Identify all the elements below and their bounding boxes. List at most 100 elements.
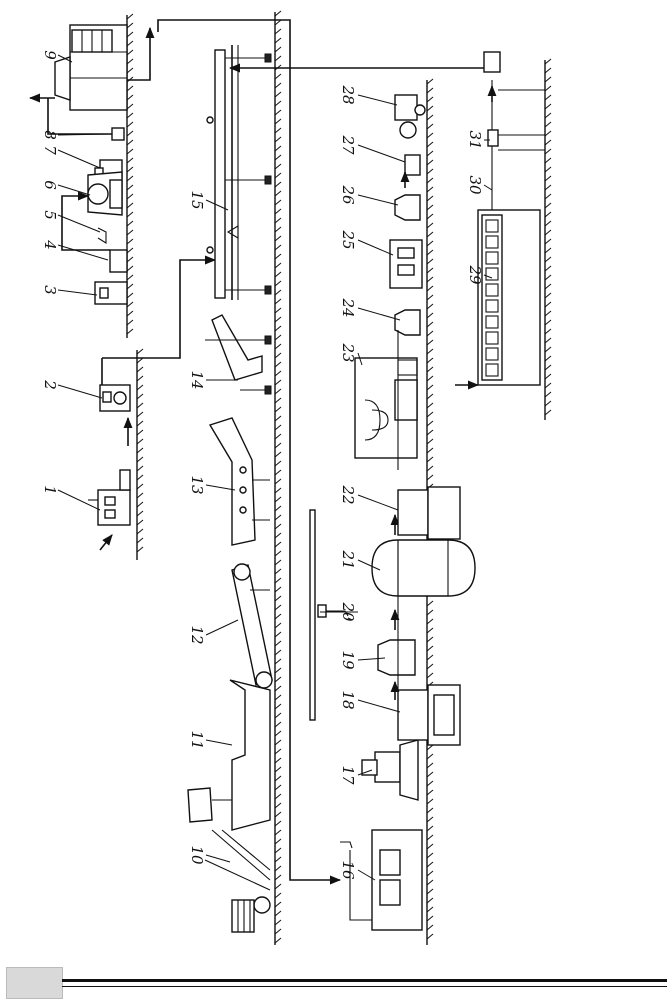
hatch-mark (427, 664, 433, 669)
machine-5-hopper (98, 228, 106, 243)
hatch-mark (275, 182, 281, 187)
hatch-mark (275, 434, 281, 439)
machine-14-incline (205, 315, 271, 394)
hatch-mark (427, 160, 433, 165)
hatch-mark (427, 781, 433, 786)
hatch-mark (275, 524, 281, 529)
hatch-mark (427, 880, 433, 885)
hatch-mark (275, 227, 281, 232)
leader-line-10 (206, 855, 230, 862)
hatch-mark (127, 104, 133, 109)
hatch-mark (275, 191, 281, 196)
machine-label-5: 5 (41, 210, 59, 220)
hatch-mark (427, 169, 433, 174)
hatch-mark (275, 119, 281, 124)
hatch-mark (137, 394, 143, 399)
hatch-mark (545, 293, 551, 298)
hatch-mark (137, 349, 143, 354)
hatch-mark (275, 245, 281, 250)
hatch-mark (427, 79, 433, 84)
hatch-mark (127, 50, 133, 55)
hatch-mark (427, 340, 433, 345)
machine-label-11: 11 (188, 730, 206, 749)
machine-label-13: 13 (188, 475, 206, 494)
hatch-mark (275, 920, 281, 925)
hatch-mark (427, 322, 433, 327)
hatch-mark (127, 23, 133, 28)
hatch-mark (427, 754, 433, 759)
hatch-mark (427, 376, 433, 381)
hatch-mark (275, 542, 281, 547)
hatch-mark (275, 389, 281, 394)
hatch-mark (275, 155, 281, 160)
hatch-mark (427, 844, 433, 849)
hatch-mark (137, 376, 143, 381)
hatch-mark (427, 331, 433, 336)
hatch-mark (427, 457, 433, 462)
leader-line-26 (358, 195, 398, 205)
hatch-mark (275, 371, 281, 376)
hatch-mark (427, 871, 433, 876)
hatch-mark (275, 848, 281, 853)
hatch-mark (127, 122, 133, 127)
hatch-mark (427, 259, 433, 264)
hatch-mark (427, 97, 433, 102)
hatch-mark (275, 317, 281, 322)
leader-line-4 (58, 245, 108, 260)
leader-line-7 (58, 150, 100, 168)
hatch-mark (427, 250, 433, 255)
hatch-mark (275, 290, 281, 295)
hatch-mark (427, 88, 433, 93)
hatch-mark (275, 308, 281, 313)
hatch-mark (275, 128, 281, 133)
hatch-mark (275, 839, 281, 844)
hatch-mark (275, 677, 281, 682)
hatch-mark (275, 29, 281, 34)
hatch-mark (275, 551, 281, 556)
hatch-mark (275, 695, 281, 700)
footer-rule-thick (62, 979, 667, 982)
hatch-mark (275, 200, 281, 205)
hatch-mark (137, 466, 143, 471)
machine-10-loader (205, 830, 270, 932)
hatch-mark (275, 731, 281, 736)
hatch-mark (275, 812, 281, 817)
hatch-mark (127, 266, 133, 271)
hatch-mark (275, 749, 281, 754)
machine-16-press (340, 830, 422, 930)
footer-rule-thin (62, 986, 667, 987)
hatch-mark (137, 457, 143, 462)
machine-9-silo (55, 25, 127, 110)
hatch-mark (127, 95, 133, 100)
hatch-mark (545, 392, 551, 397)
leader-line-30 (484, 185, 492, 190)
hatch-mark (545, 194, 551, 199)
hatch-mark (127, 257, 133, 262)
hatch-mark (275, 38, 281, 43)
hatch-mark (545, 365, 551, 370)
hatch-mark (427, 124, 433, 129)
hatch-mark (127, 167, 133, 172)
leader-line-22 (358, 495, 398, 510)
machine-label-1: 1 (41, 485, 59, 495)
hatch-mark (275, 11, 281, 16)
hatch-mark (427, 277, 433, 282)
hatch-mark (545, 338, 551, 343)
hatch-mark (275, 875, 281, 880)
machine-12-roller (232, 564, 272, 688)
leader-line-24 (358, 308, 400, 320)
hatch-mark (545, 122, 551, 127)
hatch-mark (545, 257, 551, 262)
hatch-mark (275, 704, 281, 709)
hatch-mark (545, 158, 551, 163)
hatch-mark (427, 619, 433, 624)
hatch-mark (427, 853, 433, 858)
hatch-mark (275, 632, 281, 637)
hatch-mark (127, 32, 133, 37)
hatch-mark (427, 772, 433, 777)
hatch-mark (545, 212, 551, 217)
hatch-mark (427, 655, 433, 660)
hatch-mark (275, 659, 281, 664)
hatch-mark (275, 398, 281, 403)
